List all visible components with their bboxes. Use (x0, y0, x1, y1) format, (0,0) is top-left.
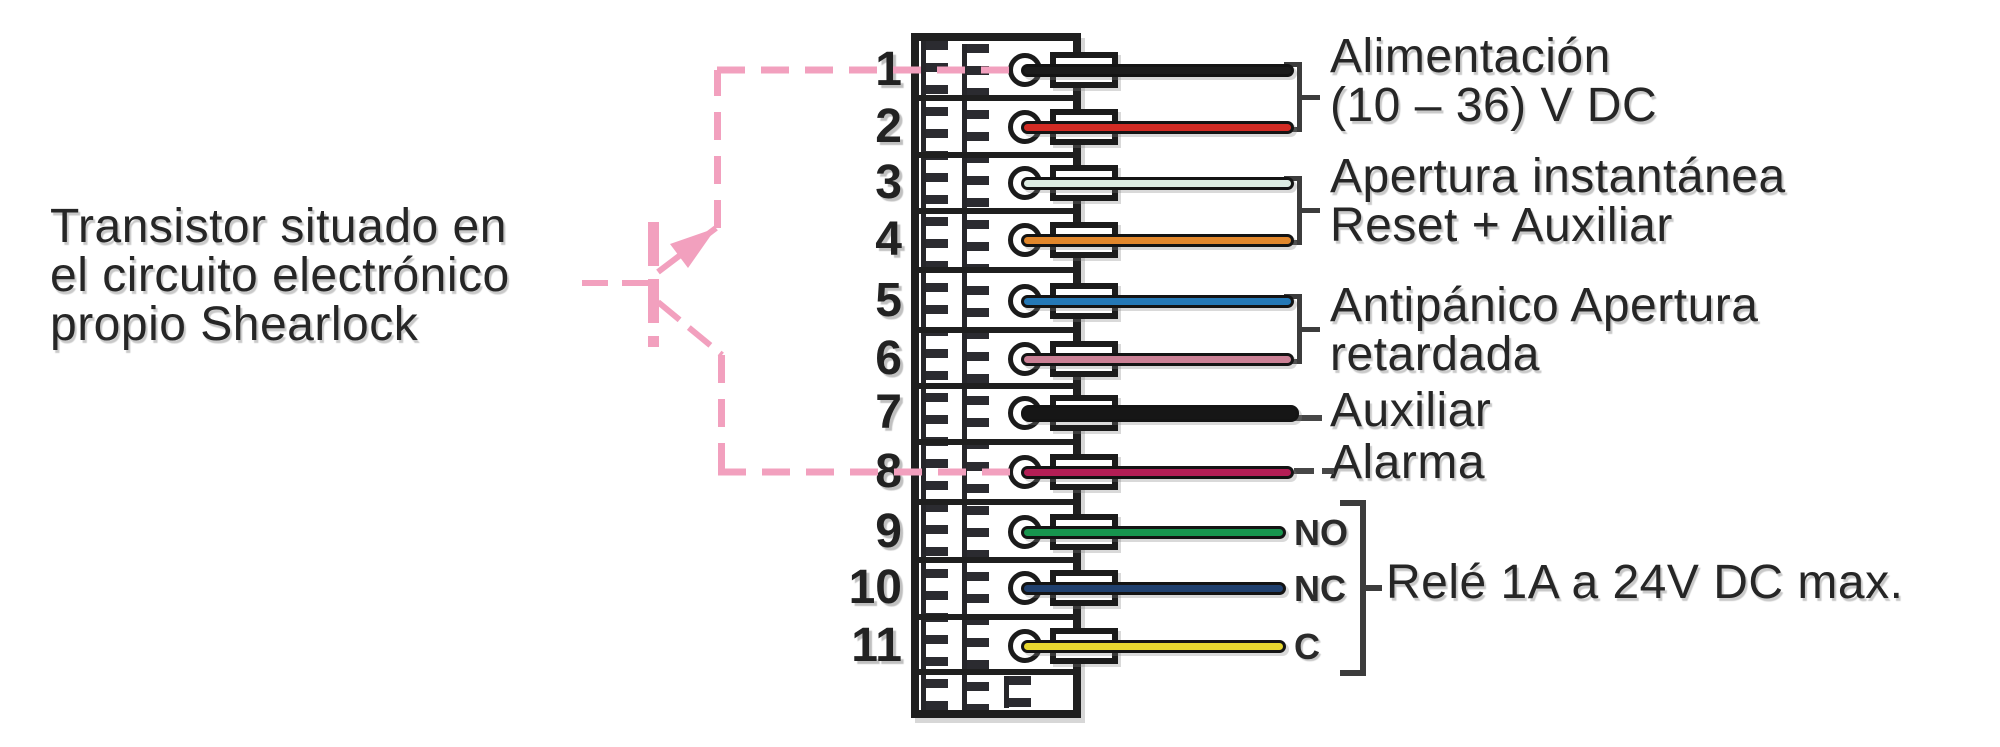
terminal-separator (919, 152, 1073, 158)
terminal-number-6: 6 (875, 332, 902, 385)
label-relay: Relé 1A a 24V DC max. (1386, 556, 1904, 609)
leader-dash-alarma (1294, 468, 1314, 474)
terminal-number-7: 7 (875, 386, 902, 439)
bracket-tick-1-2 (1302, 95, 1320, 100)
label-auxiliar: Auxiliar (1330, 384, 1492, 437)
terminal-number-2: 2 (875, 100, 902, 153)
transistor-note-line1: Transistor situado en (50, 200, 507, 253)
label-apertura-line1: Apertura instantánea (1330, 150, 1786, 203)
label-alimentacion-line2: (10 – 36) V DC (1330, 79, 1658, 132)
leader-dash-auxiliar (1294, 415, 1322, 421)
label-alimentacion: Alimentación (10 – 36) V DC (1330, 32, 1657, 130)
wire-terminal-10 (1021, 582, 1286, 595)
label-antipanico: Antipánico Apertura retardada (1330, 281, 1758, 379)
terminal-separator (919, 208, 1073, 214)
bracket-tick-3-4 (1302, 208, 1320, 213)
terminal-separator (919, 327, 1073, 333)
relay-contact-tag-NO: NO (1294, 512, 1348, 553)
terminal-number-10: 10 (848, 561, 902, 614)
relay-contact-tag-C: C (1294, 626, 1320, 667)
terminal-number-4: 4 (875, 213, 902, 266)
transistor-note: Transistor situado en el circuito electr… (50, 202, 510, 349)
label-alarma: Alarma (1330, 436, 1486, 489)
transistor-note-line3: propio Shearlock (50, 298, 419, 351)
wire-terminal-7 (1021, 405, 1299, 422)
terminal-number-3: 3 (875, 156, 902, 209)
label-apertura-line2: Reset + Auxiliar (1330, 199, 1673, 252)
terminal-separator (919, 669, 1073, 675)
terminal-separator (919, 95, 1073, 101)
terminal-separator (919, 499, 1073, 505)
bracket-relay (1340, 500, 1366, 676)
wire-terminal-11 (1021, 640, 1286, 653)
bracket-tick-relay (1366, 585, 1382, 591)
relay-contact-tag-NC: NC (1294, 568, 1346, 609)
wire-terminal-6 (1021, 353, 1294, 366)
label-apertura-instantanea: Apertura instantánea Reset + Auxiliar (1330, 152, 1786, 250)
label-antipanico-line1: Antipánico Apertura (1330, 279, 1759, 332)
transistor-note-line2: el circuito electrónico (50, 249, 510, 302)
terminal-separator (919, 614, 1073, 620)
terminal-separator (919, 439, 1073, 445)
terminal-separator (919, 267, 1073, 273)
terminal-rail-teeth-bottom (1004, 676, 1031, 708)
label-alimentacion-line1: Alimentación (1330, 30, 1611, 83)
leader-dash-alarma-2 (1322, 468, 1334, 474)
transistor-symbol-icon (582, 66, 1022, 476)
wire-terminal-2 (1021, 121, 1294, 134)
wire-terminal-1 (1021, 64, 1294, 77)
terminal-number-9: 9 (875, 505, 902, 558)
wire-terminal-3 (1021, 177, 1294, 190)
wire-terminal-9 (1021, 526, 1286, 539)
terminal-separator (919, 383, 1073, 389)
terminal-separator (919, 557, 1073, 563)
terminal-number-11: 11 (851, 619, 902, 672)
wire-terminal-5 (1021, 295, 1294, 308)
terminal-number-5: 5 (875, 274, 902, 327)
bracket-tick-5-6 (1302, 327, 1320, 332)
wire-terminal-8 (1021, 466, 1294, 479)
label-antipanico-line2: retardada (1330, 328, 1540, 381)
wire-terminal-4 (1021, 234, 1294, 247)
